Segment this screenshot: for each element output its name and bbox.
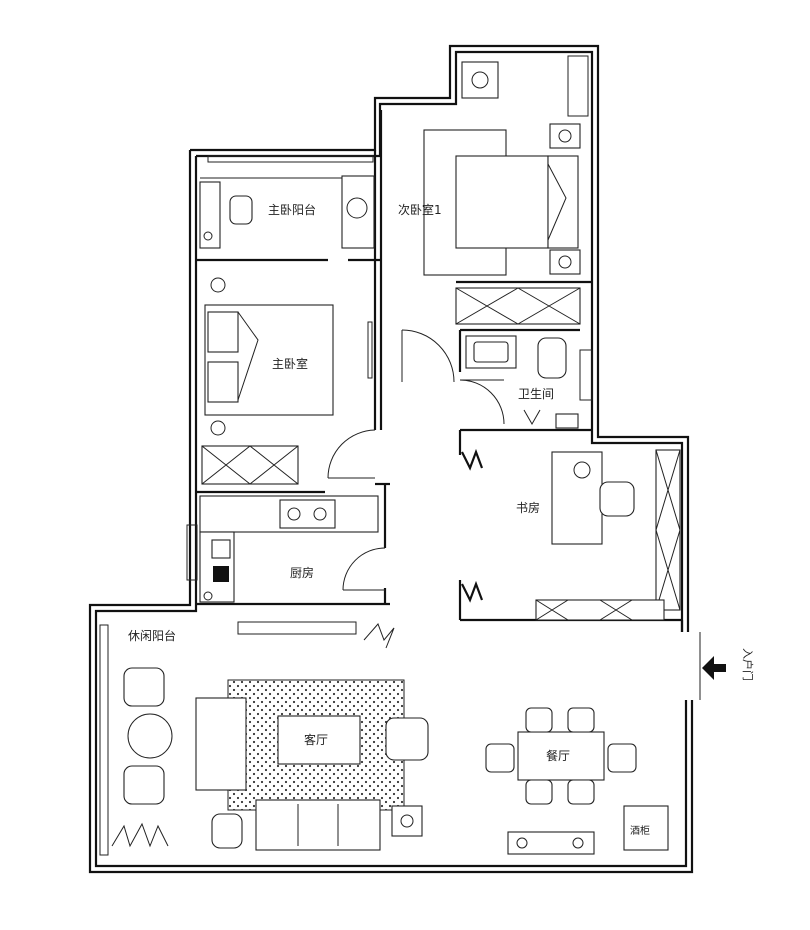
master-bedroom-furniture [201,277,334,485]
room-label-master-bedroom: 主卧室 [272,356,308,371]
second-bedroom-furniture [423,61,581,325]
room-label-master-balcony: 主卧阳台 [268,202,316,217]
room-label-dining-room: 餐厅 [546,748,570,763]
study-furniture [535,449,681,621]
entrance-arrow-icon [702,656,726,680]
living-room-furniture [195,679,429,851]
dining-room-furniture [485,707,669,855]
windows [99,55,593,856]
room-label-study: 书房 [516,500,540,515]
master-balcony-furniture [199,175,375,249]
room-label-entrance: 入户门 [741,648,755,681]
bathroom-fixtures [465,335,579,429]
room-label-second-bedroom: 次卧室1 [398,202,442,217]
room-label-leisure-balcony: 休闲阳台 [128,628,176,643]
interior-walls [196,110,684,632]
kitchen-furniture [199,495,379,603]
room-label-kitchen: 厨房 [290,565,314,580]
room-label-bathroom: 卫生间 [518,387,554,401]
doors [327,329,505,603]
room-label-living-room: 客厅 [304,732,328,747]
room-label-cabinet: 酒柜 [630,824,650,837]
leisure-balcony-furniture [111,623,395,848]
